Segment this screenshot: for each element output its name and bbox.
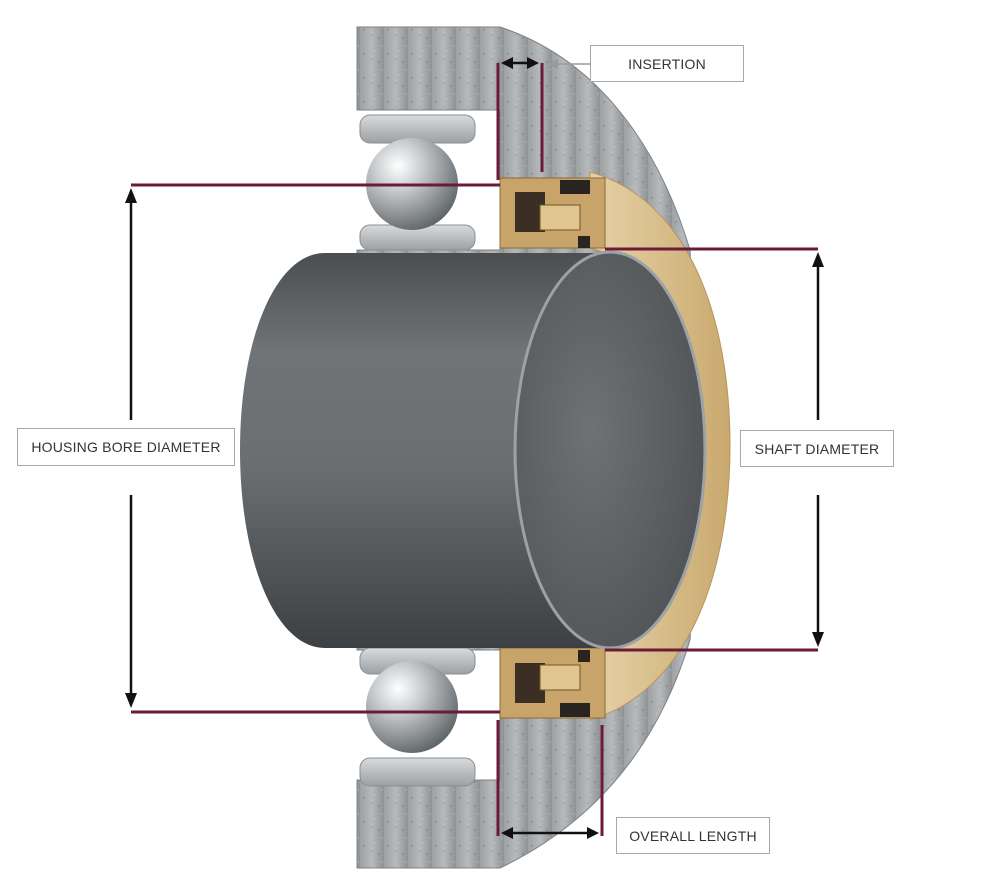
arrowhead-right xyxy=(527,57,539,69)
housing-bore-diameter-label: HOUSING BORE DIAMETER xyxy=(17,428,235,466)
arrowhead-left xyxy=(546,59,558,69)
arrowhead-down xyxy=(125,693,137,708)
shaft-diameter-label: SHAFT DIAMETER xyxy=(740,430,894,467)
dimension-arrows xyxy=(125,57,824,839)
insertion-label: INSERTION xyxy=(590,45,744,82)
bearing-ball xyxy=(366,661,458,753)
insertion-leader xyxy=(546,59,590,69)
arrowhead-up xyxy=(812,252,824,267)
dimension-lines xyxy=(131,63,818,836)
arrowhead-down xyxy=(812,632,824,647)
seal-cross-section-top xyxy=(499,177,606,249)
arrowhead-up xyxy=(125,188,137,203)
seal-cross-section-bottom xyxy=(499,647,606,719)
shaft xyxy=(240,250,707,650)
shaft-end-face xyxy=(513,250,707,650)
arrowhead-left xyxy=(501,827,513,839)
ball-bearing-bottom xyxy=(359,647,476,787)
seal-ring xyxy=(499,171,731,721)
ball-bearing-top xyxy=(359,114,476,251)
arrowhead-left xyxy=(501,57,513,69)
overall-length-label: OVERALL LENGTH xyxy=(616,817,770,854)
arrowhead-right xyxy=(587,827,599,839)
